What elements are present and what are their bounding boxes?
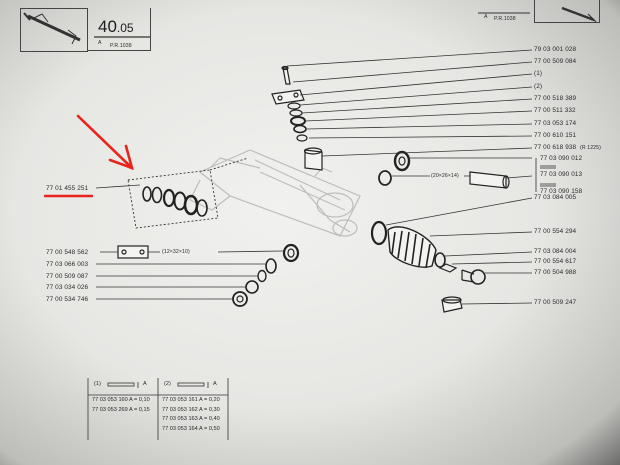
leader-lines bbox=[95, 49, 533, 305]
part-number-r-8: 77 00 618 938 bbox=[534, 144, 577, 151]
spacer-2 bbox=[289, 109, 303, 117]
table-right-row: 77 03 053 163 A = 0,40 bbox=[162, 416, 220, 423]
r1225-note: (R 1225) bbox=[580, 145, 601, 151]
table-right-row: 77 03 053 161 A = 0,20 bbox=[162, 397, 220, 403]
table-right-rows: 77 03 053 161 A = 0,20 77 03 053 162 A =… bbox=[162, 396, 220, 434]
part-number-r-11: 77 03 090 158 bbox=[540, 188, 583, 195]
part-number-r-6: 77 03 053 174 bbox=[534, 120, 577, 127]
plunger bbox=[304, 149, 323, 171]
bush-3 bbox=[245, 280, 259, 294]
table-left-label: (1) bbox=[94, 381, 101, 387]
bush-ring-2 bbox=[265, 258, 277, 274]
bellows-gaiter bbox=[387, 226, 437, 268]
part-number-l-3: 77 03 034 026 bbox=[46, 284, 89, 291]
seal-kit-rings bbox=[142, 186, 208, 217]
part-number-r-5: 77 00 511 332 bbox=[534, 107, 576, 114]
ring-small bbox=[378, 170, 392, 186]
table-right-letter: A bbox=[213, 381, 217, 387]
tube-dimension: (20×26×14) bbox=[431, 173, 459, 179]
oil-seal bbox=[393, 150, 411, 172]
part-number-l-4: 77 00 534 746 bbox=[46, 296, 89, 303]
table-right-row: 77 03 053 164 A = 0,50 bbox=[162, 425, 220, 432]
washer-top bbox=[296, 134, 308, 142]
part-number-r-17: 77 00 509 247 bbox=[534, 299, 577, 306]
part-number-r-3: (2) bbox=[534, 83, 543, 90]
part-number-r-4: 77 00 518 389 bbox=[534, 95, 577, 102]
rack-body-ghost bbox=[189, 149, 361, 237]
part-number-r-7: 77 00 610 151 bbox=[534, 132, 577, 139]
page-number-suffix: .05 bbox=[116, 21, 134, 35]
table-frames bbox=[87, 378, 229, 440]
spacer-1 bbox=[287, 102, 301, 110]
part-number-l-2: 77 00 509 087 bbox=[46, 273, 89, 280]
header-right-code: A bbox=[484, 14, 488, 20]
table-left-letter: A bbox=[143, 381, 147, 387]
alt-marker bbox=[535, 158, 556, 192]
page-number-main: 40 bbox=[98, 17, 117, 36]
part-number-r-16: 77 00 504 988 bbox=[534, 269, 577, 276]
page-number: 40.05 bbox=[98, 17, 134, 37]
header-number-box bbox=[88, 8, 151, 51]
screw bbox=[282, 67, 291, 85]
part-number-r-2: (1) bbox=[534, 70, 543, 77]
cover-plate bbox=[271, 89, 305, 105]
header-left-ref: P.R.1038 bbox=[110, 43, 132, 49]
part-number-l-0: 77 00 548 562 bbox=[46, 249, 89, 256]
right-parts-graphics bbox=[370, 150, 510, 313]
oring bbox=[293, 124, 307, 134]
table-left-row: 77 03 053 160 A = 0,10 bbox=[92, 397, 150, 403]
table-left-rows: 77 03 053 160 A = 0,10 77 03 053 269 A =… bbox=[92, 396, 150, 415]
spring bbox=[290, 116, 306, 126]
header-thumbnail-box bbox=[20, 8, 88, 52]
seal-kit-dashed-box bbox=[127, 157, 249, 229]
header-left-code: A bbox=[98, 40, 102, 46]
part-number-r-14: 77 03 084 004 bbox=[534, 248, 577, 255]
washer-2 bbox=[232, 291, 248, 307]
left-parts-graphics bbox=[117, 243, 300, 307]
table-right-row: 77 03 053 162 A = 0,30 bbox=[162, 406, 220, 413]
table-left-row: 77 03 053 269 A = 0,15 bbox=[92, 406, 150, 413]
gaiter-ring bbox=[370, 220, 388, 246]
red-arrow-annotation bbox=[76, 114, 134, 171]
pinion-stack bbox=[271, 65, 323, 171]
header-right-sketch bbox=[561, 6, 597, 23]
bush-ring-1 bbox=[282, 243, 300, 263]
tube-bush bbox=[469, 171, 507, 189]
washer-1 bbox=[257, 269, 267, 283]
part-number-r-15: 77 00 554 617 bbox=[534, 258, 577, 265]
clip-ring bbox=[434, 252, 446, 268]
part-number-l-1: 77 03 066 003 bbox=[46, 261, 89, 268]
table-right-label: (2) bbox=[164, 381, 171, 387]
ball-joint bbox=[470, 269, 486, 285]
part-number-r-12: 77 03 084 005 bbox=[534, 194, 577, 201]
block-dimension: (12×32×10) bbox=[162, 249, 190, 255]
highlighted-part-number: 77 01 455 251 bbox=[46, 185, 89, 192]
part-number-r-1: 77 00 509 084 bbox=[534, 58, 577, 65]
part-number-r-9: 77 03 090 012 bbox=[540, 155, 583, 162]
header-rack-thumbnail bbox=[23, 12, 81, 45]
part-number-r-13: 77 00 554 294 bbox=[534, 228, 577, 235]
header-right-thumbnail-box bbox=[534, 0, 600, 23]
small-clip bbox=[438, 263, 458, 273]
part-number-r-10: 77 03 090 013 bbox=[540, 171, 583, 178]
header-right-ref: P.R.1038 bbox=[494, 16, 516, 22]
part-number-r-0: 79 03 001 028 bbox=[534, 46, 577, 53]
